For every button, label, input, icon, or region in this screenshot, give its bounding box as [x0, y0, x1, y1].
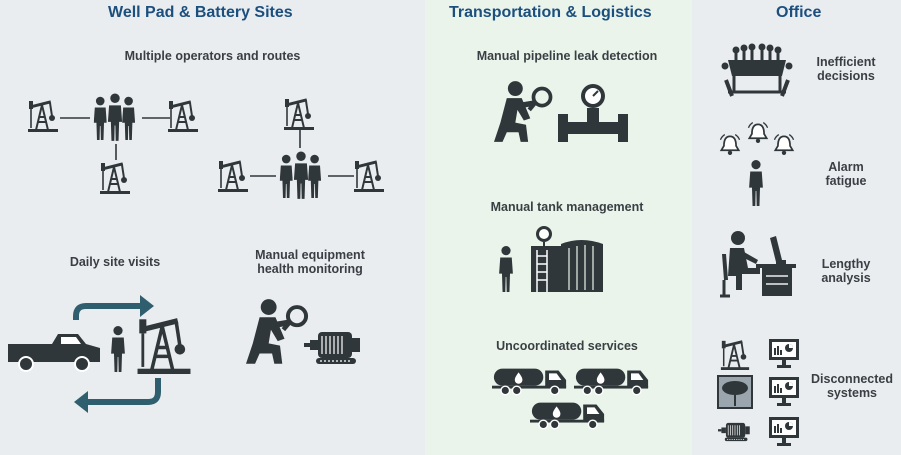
systems-label-line1: Disconnected	[811, 372, 893, 386]
operators-right-network-icon	[218, 97, 384, 201]
transport-title: Transportation & Logistics	[449, 4, 652, 21]
office-panel: Office Inefficient decisions Alar	[692, 0, 901, 455]
analysis-label-line1: Lengthy	[821, 257, 871, 271]
well-pad-panel: Well Pad & Battery Sites Multiple operat…	[0, 0, 425, 455]
pipeline-valve	[558, 84, 628, 142]
health-label-line1: Manual equipment	[255, 248, 365, 262]
tanker-trucks-icon	[492, 367, 649, 430]
desk-worker-icon	[720, 231, 796, 298]
health-label: Manual equipment health monitoring	[240, 248, 380, 276]
alarm-label-line1: Alarm	[828, 160, 864, 174]
decisions-label: Inefficient decisions	[796, 55, 896, 83]
services-label: Uncoordinated services	[496, 339, 638, 353]
tank-label: Manual tank management	[490, 200, 644, 214]
disconnected-systems-icon	[717, 339, 799, 446]
systems-label-line2: systems	[826, 386, 878, 400]
operators-left-network-icon	[28, 90, 198, 194]
systems-label: Disconnected systems	[802, 372, 901, 400]
alarm-bells-icon	[719, 121, 795, 206]
pipeline-leak-icon	[494, 80, 628, 146]
alarm-label: Alarm fatigue	[796, 160, 896, 188]
pickup-truck	[8, 334, 100, 372]
meeting-table-icon	[721, 43, 793, 97]
tank-gauge-tile	[717, 375, 753, 409]
operators-label: Multiple operators and routes	[124, 49, 301, 63]
transport-panel: Transportation & Logistics Manual pipeli…	[425, 0, 692, 455]
decisions-label-line2: decisions	[817, 69, 875, 83]
tank-management-icon	[499, 226, 603, 292]
alarm-label-line2: fatigue	[825, 174, 867, 188]
office-title: Office	[776, 4, 822, 21]
decisions-label-line1: Inefficient	[816, 55, 876, 69]
leak-label: Manual pipeline leak detection	[476, 49, 658, 63]
well-pad-title: Well Pad & Battery Sites	[108, 4, 293, 21]
health-label-line2: health monitoring	[257, 262, 363, 276]
analysis-label-line2: analysis	[821, 271, 871, 285]
site-visits-icon	[8, 295, 192, 413]
visits-label: Daily site visits	[69, 255, 161, 269]
equipment-inspection-icon	[246, 296, 361, 376]
analysis-label: Lengthy analysis	[796, 257, 896, 285]
